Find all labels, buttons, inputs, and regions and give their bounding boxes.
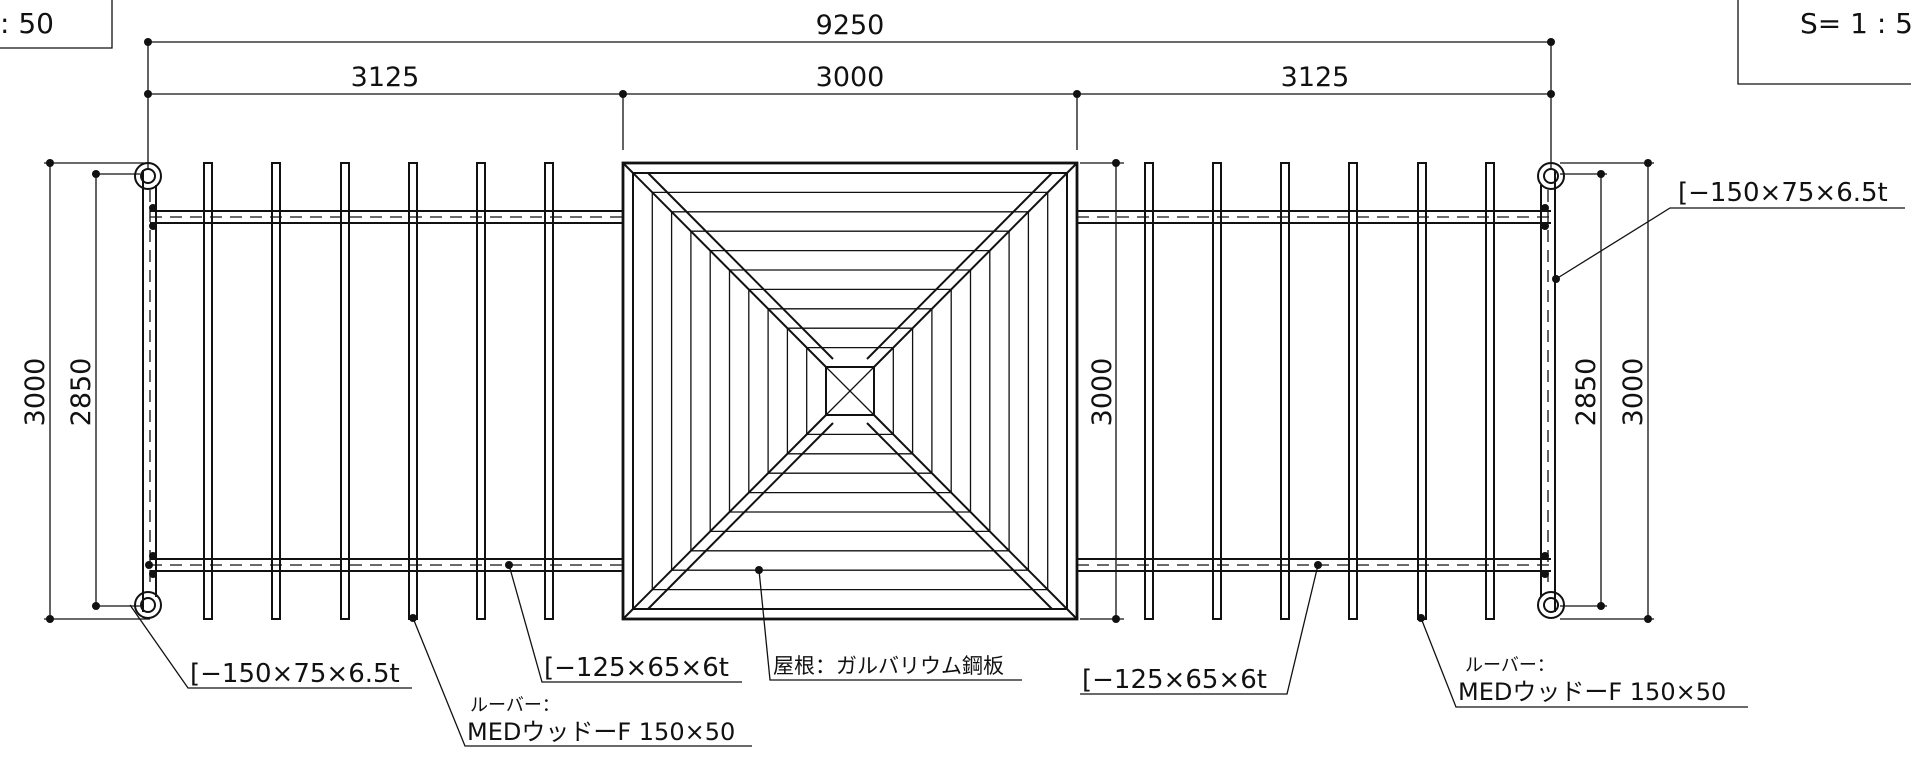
scale-box-left: : 50 bbox=[0, 0, 113, 49]
column-bottom-right bbox=[1537, 591, 1565, 619]
scale-left-text: : 50 bbox=[0, 7, 54, 40]
dimension-left-heights: 3000 2850 bbox=[20, 159, 150, 623]
beam-right-bottom bbox=[1077, 558, 1551, 572]
dim-right-bay-text: 3125 bbox=[1281, 62, 1350, 93]
column-top-right bbox=[1537, 162, 1565, 190]
dim-center-bay-text: 3000 bbox=[816, 62, 885, 93]
label-channel-right-top-text: [−150×75×6.5t bbox=[1678, 178, 1888, 208]
label-louver-left-spec: MEDウッドーF 150×50 bbox=[467, 718, 735, 746]
label-louver-right-title: ルーバー： bbox=[1465, 655, 1555, 676]
louver-slat bbox=[340, 162, 350, 620]
louver-slat bbox=[1485, 162, 1495, 620]
louver-slat bbox=[1417, 162, 1427, 620]
louver-slat bbox=[1212, 162, 1222, 620]
label-channel-right-top: [−150×75×6.5t bbox=[1552, 178, 1905, 283]
louvers-left bbox=[203, 162, 554, 620]
label-louver-right-spec: MEDウッドーF 150×50 bbox=[1458, 678, 1726, 706]
louver-slat bbox=[271, 162, 281, 620]
label-roof-text: 屋根：ガルバリウム鋼板 bbox=[773, 654, 1004, 678]
label-beam-right: [−125×65×6t bbox=[1080, 561, 1322, 695]
label-louver-left: ルーバー： MEDウッドーF 150×50 bbox=[409, 614, 752, 747]
column-bottom-left bbox=[134, 591, 162, 619]
louver-slat bbox=[203, 162, 213, 620]
dim-left-bay-text: 3125 bbox=[351, 62, 420, 93]
louver-slat bbox=[544, 162, 554, 620]
label-channel-left-bottom-text: [−150×75×6.5t bbox=[190, 659, 400, 689]
dim-left-outer-text: 3000 bbox=[20, 358, 51, 427]
column-top-left bbox=[134, 162, 162, 190]
label-beam-right-text: [−125×65×6t bbox=[1082, 665, 1267, 695]
dim-left-inner-text: 2850 bbox=[66, 358, 97, 427]
dim-overall-text: 9250 bbox=[816, 10, 885, 41]
label-roof: 屋根：ガルバリウム鋼板 bbox=[755, 566, 1022, 681]
louver-slat bbox=[1348, 162, 1358, 620]
beam-right-top bbox=[1077, 210, 1551, 224]
dimension-center-height: 3000 bbox=[1080, 159, 1124, 623]
roof-apex bbox=[825, 366, 875, 416]
dimension-bays: 3125 3000 3125 bbox=[144, 62, 1555, 150]
roof-panel bbox=[621, 161, 1079, 621]
scale-box-right: S= 1 : 5 bbox=[1737, 0, 1911, 85]
label-louver-left-title: ルーバー： bbox=[470, 695, 560, 716]
louvers-right bbox=[1144, 162, 1495, 620]
label-channel-left-bottom: [−150×75×6.5t bbox=[129, 604, 412, 689]
louver-slat bbox=[408, 162, 418, 620]
louver-slat bbox=[1144, 162, 1154, 620]
dimension-right-heights: 2850 3000 bbox=[1560, 159, 1654, 623]
label-louver-right: ルーバー： MEDウッドーF 150×50 bbox=[1417, 614, 1748, 708]
dimension-overall: 9250 bbox=[144, 10, 1555, 170]
louver-slat bbox=[1280, 162, 1290, 620]
dim-right-inner-text: 2850 bbox=[1571, 358, 1602, 427]
channel-left bbox=[142, 170, 157, 612]
label-beam-left: [−125×65×6t bbox=[505, 561, 742, 683]
dim-center-height-text: 3000 bbox=[1087, 358, 1118, 427]
channel-right bbox=[1540, 170, 1556, 612]
label-beam-left-text: [−125×65×6t bbox=[544, 653, 729, 683]
louver-slat bbox=[476, 162, 486, 620]
scale-right-text: S= 1 : 5 bbox=[1800, 7, 1911, 40]
dim-right-outer-text: 3000 bbox=[1618, 358, 1649, 427]
